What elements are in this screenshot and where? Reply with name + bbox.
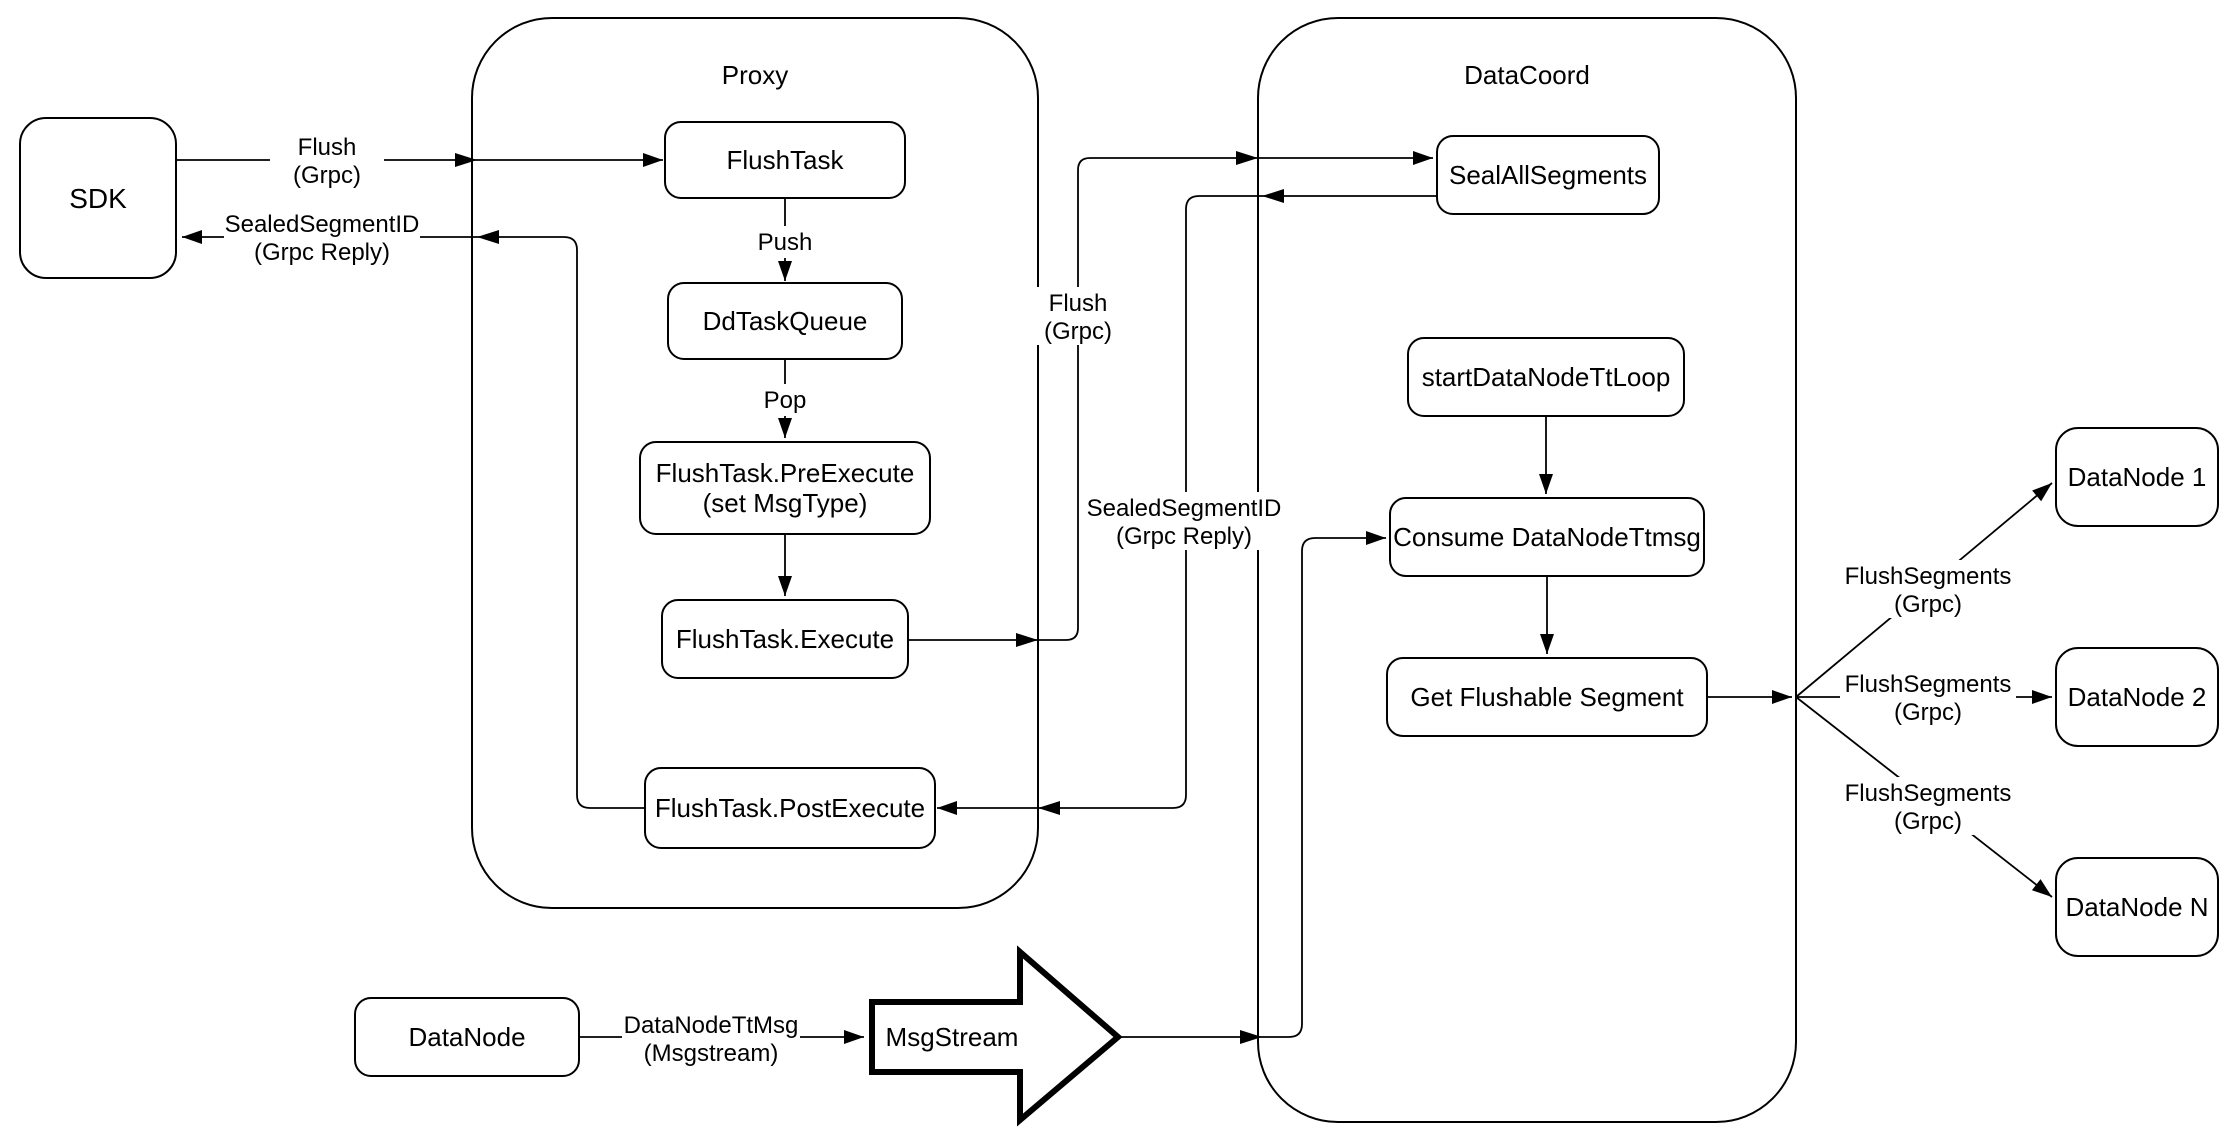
- node-sdk: SDK: [19, 117, 177, 279]
- node-datanoden: DataNode N: [2055, 857, 2219, 957]
- datanodettmsg-line2: (Msgstream): [644, 1040, 779, 1067]
- datanode2-label: DataNode 2: [2068, 682, 2207, 712]
- label-datanodettmsg: DataNodeTtMsg (Msgstream): [622, 1009, 800, 1067]
- label-push: Push: [751, 226, 819, 258]
- label-flushsegments-1: FlushSegments (Grpc): [1840, 560, 2016, 618]
- proxy-container: Proxy: [471, 17, 1039, 909]
- sealed-sdk-line1: SealedSegmentID: [225, 211, 420, 238]
- node-consumedatanodettmsg: Consume DataNodeTtmsg: [1389, 497, 1705, 577]
- label-flushsegments-3: FlushSegments (Grpc): [1840, 777, 2016, 835]
- msgstream-arrow-shape: [869, 945, 1123, 1127]
- preexecute-label-line2: (set MsgType): [703, 488, 868, 518]
- label-flushsegments-2: FlushSegments (Grpc): [1840, 668, 2016, 726]
- flush-sdk-line2: (Grpc): [293, 162, 361, 189]
- arrowhead-datacoord-exit: [1262, 189, 1284, 203]
- label-flush-mid: Flush (Grpc): [1023, 287, 1133, 345]
- node-flushtask: FlushTask: [664, 121, 906, 199]
- node-startdatanodettloop: startDataNodeTtLoop: [1407, 337, 1685, 417]
- arrowhead-proxy-right-exit: [1016, 633, 1038, 647]
- sdk-label: SDK: [69, 183, 127, 214]
- flushsegments1-line2: (Grpc): [1894, 591, 1962, 618]
- node-sealallsegments: SealAllSegments: [1436, 135, 1660, 215]
- msgstream-label: MsgStream: [886, 1022, 1019, 1052]
- edge-postexecute-to-sdk: [182, 230, 645, 809]
- postexecute-label: FlushTask.PostExecute: [655, 793, 925, 823]
- node-datanode2: DataNode 2: [2055, 647, 2219, 747]
- datanode1-label: DataNode 1: [2068, 462, 2207, 492]
- arrowhead-datacoord-entry: [1236, 151, 1258, 165]
- node-datanode1: DataNode 1: [2055, 427, 2219, 527]
- preexecute-label-line1: FlushTask.PreExecute: [656, 458, 915, 488]
- node-postexecute: FlushTask.PostExecute: [644, 767, 936, 849]
- node-msgstream-arrow: MsgStream: [869, 945, 1123, 1127]
- edge-execute-to-sealallsegments: [908, 151, 1433, 641]
- arrowhead-datacoord-bottom-entry: [1240, 1030, 1262, 1044]
- flushsegments3-line2: (Grpc): [1894, 808, 1962, 835]
- datacoord-container: DataCoord: [1257, 17, 1797, 1123]
- pop-label: Pop: [764, 387, 807, 414]
- flushsegments2-line2: (Grpc): [1894, 699, 1962, 726]
- datacoord-title: DataCoord: [1464, 60, 1590, 90]
- getflushablesegment-label: Get Flushable Segment: [1410, 682, 1684, 712]
- node-preexecute: FlushTask.PreExecute (set MsgType): [639, 441, 931, 535]
- label-flush-sdk: Flush (Grpc): [270, 131, 384, 189]
- sealed-sdk-line2: (Grpc Reply): [254, 239, 390, 266]
- consumedatanodettmsg-label: Consume DataNodeTtmsg: [1393, 522, 1701, 552]
- label-sealed-sdk: SealedSegmentID (Grpc Reply): [224, 208, 420, 266]
- arrowhead-proxy-exit: [477, 230, 499, 244]
- startdatanodettloop-label: startDataNodeTtLoop: [1422, 362, 1671, 392]
- flush-sdk-line1: Flush: [298, 134, 357, 161]
- arrowhead-proxy-right-entry: [1038, 801, 1060, 815]
- sealallsegments-label: SealAllSegments: [1449, 160, 1647, 190]
- node-execute: FlushTask.Execute: [661, 599, 909, 679]
- flush-mid-line1: Flush: [1049, 290, 1108, 317]
- flush-mid-line2: (Grpc): [1044, 318, 1112, 345]
- sealed-mid-line2: (Grpc Reply): [1116, 523, 1252, 550]
- flushsegments2-line1: FlushSegments: [1845, 671, 2012, 698]
- flushtask-label: FlushTask: [726, 145, 844, 175]
- edge-msgstream-to-consume: [1121, 531, 1386, 1038]
- node-datanode-bottom: DataNode: [354, 997, 580, 1077]
- flushsegments3-line1: FlushSegments: [1845, 780, 2012, 807]
- arrowhead-proxy-entry: [455, 153, 477, 167]
- datanodettmsg-line1: DataNodeTtMsg: [624, 1012, 799, 1039]
- node-getflushablesegment: Get Flushable Segment: [1386, 657, 1708, 737]
- label-sealed-mid: SealedSegmentID (Grpc Reply): [1086, 492, 1282, 550]
- flushsegments1-line1: FlushSegments: [1845, 563, 2012, 590]
- proxy-title: Proxy: [722, 60, 788, 90]
- label-pop: Pop: [755, 384, 815, 416]
- ddtaskqueue-label: DdTaskQueue: [703, 306, 868, 336]
- execute-label: FlushTask.Execute: [676, 624, 894, 654]
- datanoden-label: DataNode N: [2065, 892, 2208, 922]
- datanode-bottom-label: DataNode: [408, 1022, 525, 1052]
- sealed-mid-line1: SealedSegmentID: [1087, 495, 1282, 522]
- node-ddtaskqueue: DdTaskQueue: [667, 282, 903, 360]
- push-label: Push: [758, 229, 813, 256]
